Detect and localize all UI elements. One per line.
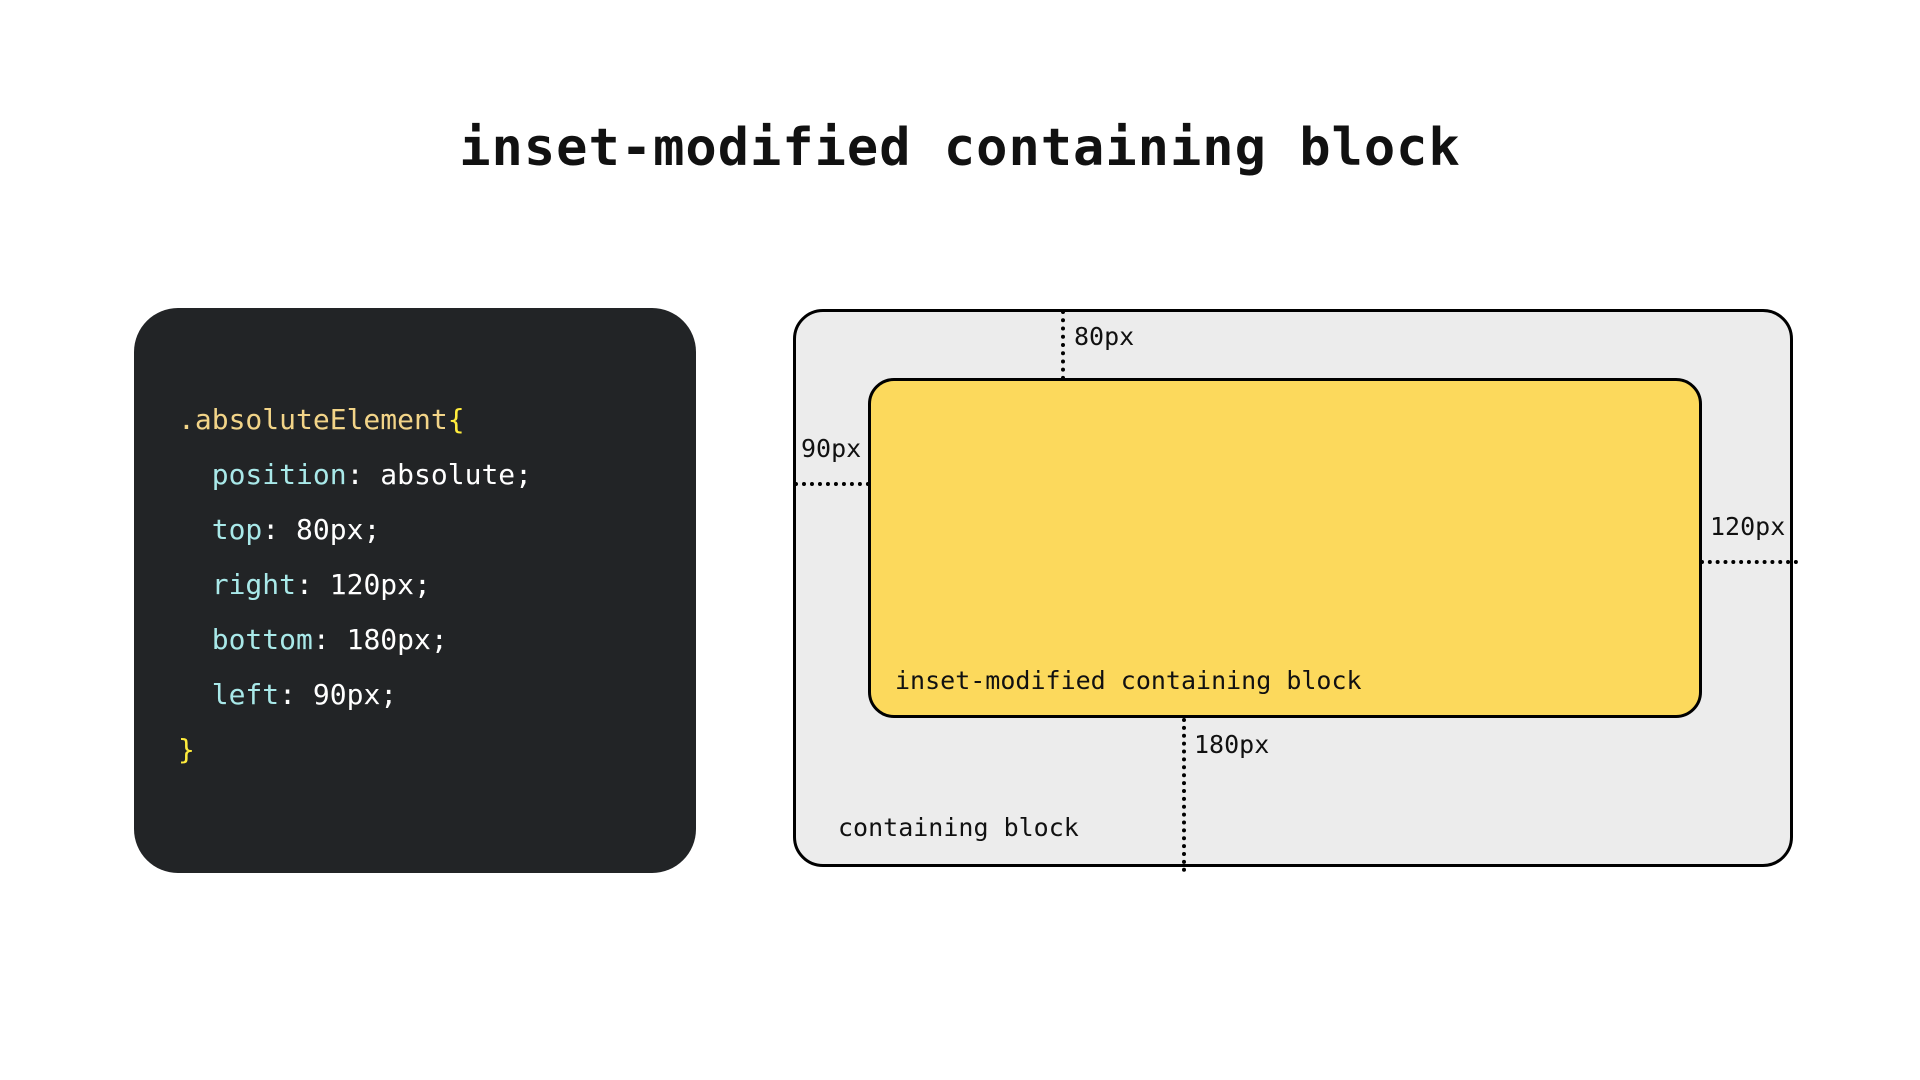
css-value-top: 80px; [296,513,381,546]
measure-label-top: 80px [1074,322,1135,351]
colon-bottom: : [312,623,347,656]
containing-block-rect: inset-modified containing block 80px 90p… [793,309,1798,872]
box-model-diagram: inset-modified containing block 80px 90p… [793,309,1798,872]
colon-right: : [296,568,330,601]
colon-top: : [262,513,297,546]
guide-line-right [1700,560,1798,564]
measure-label-left: 90px [801,434,862,463]
code-line-close: } [178,722,696,777]
css-property-bottom: bottom [211,623,313,656]
guide-line-top [1061,310,1065,380]
css-property-position: position [211,458,347,491]
colon-left: : [279,678,313,711]
code-line-right: right: 120px; [178,557,696,612]
containing-block-label: containing block [838,813,1079,842]
code-line-position: position: absolute; [178,447,696,502]
css-property-left: left [211,678,280,711]
css-value-bottom: 180px; [346,623,448,656]
code-line-left: left: 90px; [178,667,696,722]
code-line-selector: .absoluteElement{ [178,392,696,447]
open-brace: { [447,403,465,436]
css-value-right: 120px; [329,568,431,601]
code-line-bottom: bottom: 180px; [178,612,696,667]
css-selector: .absoluteElement [178,403,448,436]
code-panel: .absoluteElement{ position: absolute; to… [134,308,696,873]
page-title: inset-modified containing block [459,118,1461,178]
measure-label-bottom: 180px [1194,730,1270,759]
css-value-left: 90px; [312,678,398,711]
inset-modified-containing-block-label: inset-modified containing block [895,666,1362,695]
colon-position: : [346,458,381,491]
close-brace: } [178,733,195,766]
inset-modified-containing-block-rect: inset-modified containing block [868,378,1702,718]
guide-line-bottom [1182,718,1186,872]
measure-label-right: 120px [1710,512,1786,541]
guide-line-left [794,482,870,486]
css-property-top: top [211,513,263,546]
css-value-position: absolute; [380,458,533,491]
css-property-right: right [211,568,297,601]
code-line-top: top: 80px; [178,502,696,557]
